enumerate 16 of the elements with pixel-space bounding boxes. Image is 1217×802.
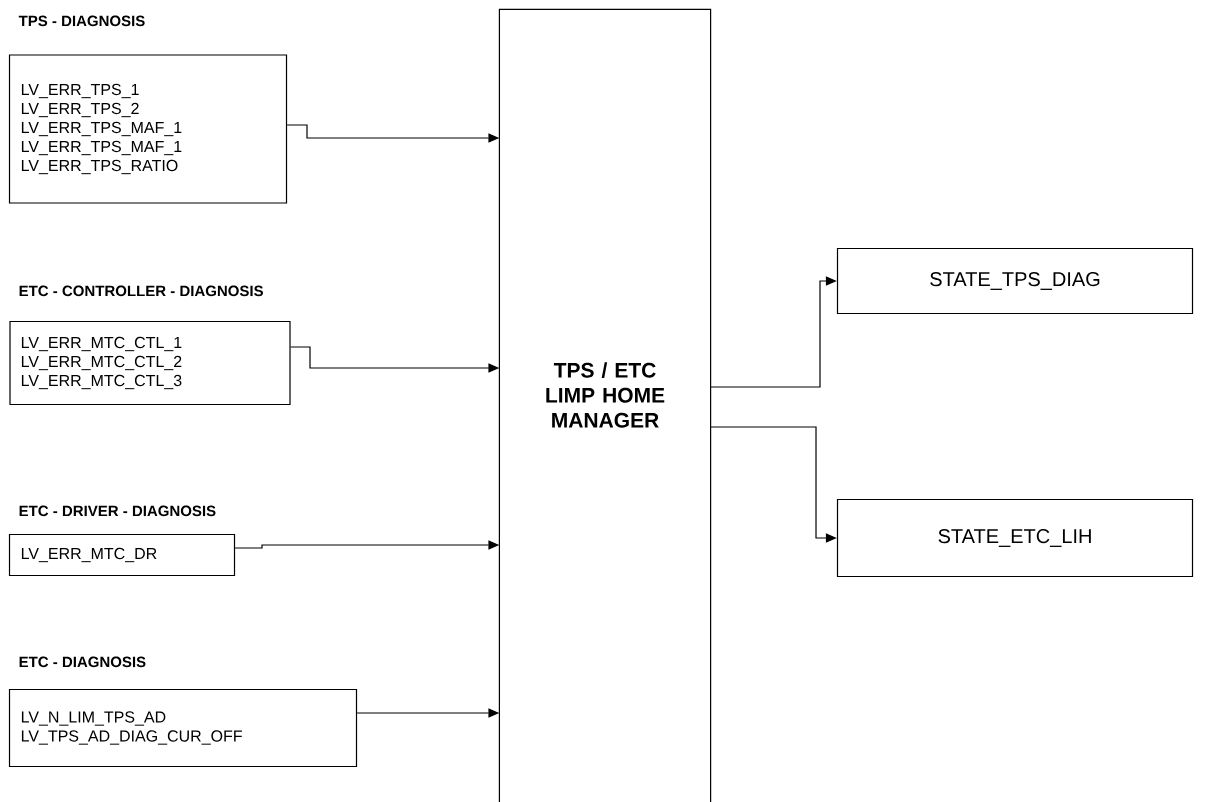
node-label: LV_ERR_TPS_2 (21, 102, 139, 118)
node-label: LV_ERR_TPS_MAF_1 (21, 140, 182, 156)
group-heading: TPS - DIAGNOSIS (18, 15, 145, 27)
signal-list-box: LV_N_LIM_TPS_AD LV_TPS_AD_DIAG_CUR_OFF (8, 688, 358, 768)
output-box: STATE_TPS_DIAG (836, 247, 1194, 315)
node-label: LV_ERR_TPS_1 (21, 83, 139, 99)
node-label: LV_ERR_TPS_RATIO (21, 159, 178, 175)
signal-list-box: LV_ERR_TPS_1 LV_ERR_TPS_2 LV_ERR_TPS_MAF_1 LV_ERR_TPS_MAF_1 LV_ERR_TPS_RATIO (8, 54, 288, 204)
signal-list-box: LV_ERR_MTC_DR (8, 533, 236, 577)
group-heading: ETC - CONTROLLER - DIAGNOSIS (19, 285, 263, 297)
node-label: LV_ERR_TPS_MAF_1 (21, 121, 182, 137)
output-box: STATE_ETC_LIH (836, 498, 1194, 578)
group-heading: ETC - DRIVER - DIAGNOSIS (19, 505, 216, 517)
group-heading: ETC - DIAGNOSIS (19, 656, 146, 668)
signal-list-box: LV_ERR_MTC_CTL_1 LV_ERR_MTC_CTL_2 LV_ERR_MTC_CTL_3 (9, 320, 291, 406)
manager-block: TPS / ETC LIMP HOME MANAGER (498, 8, 712, 802)
